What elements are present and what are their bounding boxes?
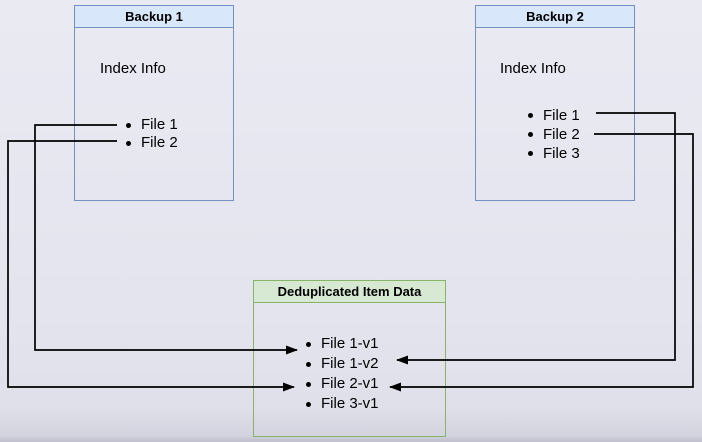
backup1-file-list: File 1 File 2	[125, 116, 178, 152]
backup2-box: Backup 2 Index Info File 1 File 2 File 3	[475, 5, 635, 201]
backup2-index-info-label: Index Info	[500, 60, 566, 77]
backup1-index-info-label: Index Info	[100, 60, 166, 77]
dedup-title: Deduplicated Item Data	[254, 281, 445, 303]
dedup-file-3-v1: File 3-v1	[305, 394, 379, 414]
backup2-file-1: File 1	[527, 106, 580, 125]
backup2-file-list: File 1 File 2 File 3	[527, 106, 580, 163]
dedup-file-2-v1: File 2-v1	[305, 374, 379, 394]
backup1-title: Backup 1	[75, 6, 233, 28]
dedup-item-list: File 1-v1 File 1-v2 File 2-v1 File 3-v1	[305, 334, 379, 414]
backup2-file-2: File 2	[527, 125, 580, 144]
dedup-file-1-v2: File 1-v2	[305, 354, 379, 374]
backup1-file-1: File 1	[125, 116, 178, 134]
backup1-file-2: File 2	[125, 134, 178, 152]
backup2-file-3: File 3	[527, 144, 580, 163]
backup1-box: Backup 1 Index Info File 1 File 2	[74, 5, 234, 201]
dedup-box: Deduplicated Item Data File 1-v1 File 1-…	[253, 280, 446, 437]
backup2-title: Backup 2	[476, 6, 634, 28]
dedup-file-1-v1: File 1-v1	[305, 334, 379, 354]
